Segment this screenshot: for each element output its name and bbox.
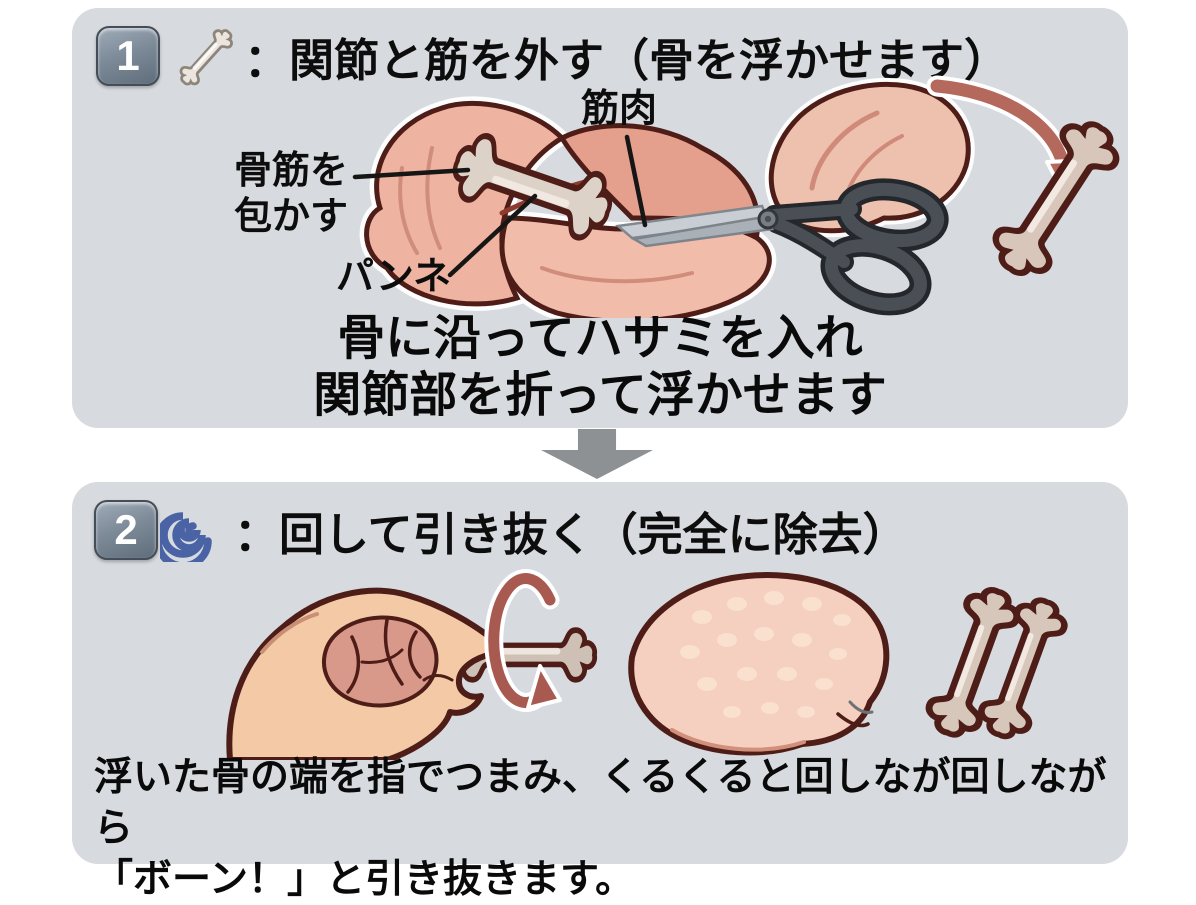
step2-title: ：回して引き抜く（完全に除去） [234, 509, 908, 560]
spiral-icon [160, 512, 212, 562]
step1-illustration [352, 75, 1122, 318]
step1-number-badge: 1 [96, 26, 160, 86]
label-bone-tendon-line1: 骨筋を [234, 150, 349, 192]
opened-wing-illustration [359, 96, 777, 318]
hand-illustration [226, 587, 502, 760]
step2-panel: 2 ：回して引き抜く（完全に除去） [72, 482, 1128, 901]
step1-caption: 骨に沿ってハサミを入れ 関節部を折って浮かせます [72, 310, 1128, 424]
scissors-icon [615, 178, 949, 316]
step2-number-badge: 2 [94, 500, 158, 560]
rotation-arrow-icon [484, 569, 562, 713]
step2-caption: 浮いた骨の端を指でつまみ、くるくると回しなが回しながら 「ボーン！」と引き抜きま… [94, 752, 1114, 905]
step1-title: ：関節と筋を外す（骨を浮かせます） [244, 35, 1010, 86]
step1-caption-line1: 骨に沿ってハサミを入れ [337, 312, 863, 365]
step1-caption-line2: 関節部を折って浮かせます [313, 369, 887, 422]
label-panne: パンネ [336, 256, 452, 298]
label-muscle: 筋肉 [581, 88, 658, 130]
step1-panel: 1 ：関節と筋を外す（骨を浮かせます） [72, 8, 1128, 428]
step2-illustration [226, 569, 1132, 760]
down-arrow-icon [541, 429, 653, 479]
label-leader-lines [352, 134, 648, 278]
label-bone-tendon-line2: 包かす [234, 196, 349, 238]
boneless-wing-illustration [628, 572, 890, 756]
step2-caption-line1: 浮いた骨の端を指でつまみ、くるくると回しなが回しながら [94, 756, 1107, 850]
removed-bones [923, 583, 1071, 743]
label-bone-tendon: 骨筋を 包かす [234, 148, 348, 240]
